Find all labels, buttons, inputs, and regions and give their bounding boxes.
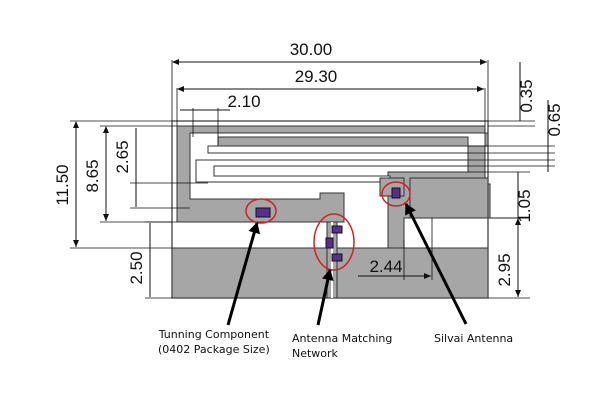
dim-board-height: 11.50 [53,164,72,205]
matching-component-2 [325,237,334,249]
matching-component-1 [331,225,343,234]
silvai-callout-arrow [404,203,468,325]
matching-component-3 [331,253,343,262]
dim-antenna-height: 8.65 [83,159,102,192]
matching-highlight-circle [313,213,355,271]
tuning-component-caption: Tunning Component (0402 Package Size) [158,327,270,357]
dimension-extension-lines [70,60,555,299]
meander-inner-slot-2 [195,159,469,183]
silvai-antenna-body [409,177,489,219]
dim-total-width: 30.00 [290,40,333,59]
dim-trace-width: 0.65 [545,103,564,136]
silvai-caption-line1: Silvai Antenna [434,332,514,345]
matching-network-caption: Antenna Matching Network [292,331,392,361]
meander-inner-slot [207,145,469,154]
tuning-caption-line1: Tunning Component [158,328,270,341]
matching-caption-line2: Network [292,347,338,360]
dim-ground-clearance-right: 2.95 [495,253,514,286]
tuning-component [255,207,271,218]
dim-ground-clearance-left: 2.50 [127,251,146,284]
dim-top-margin: 0.35 [517,79,536,112]
dim-gap-height: 1.05 [515,189,534,222]
dim-feed-offset: 2.44 [369,257,402,276]
silvai-highlight-circle [381,181,411,207]
matching-callout-arrow [316,269,334,326]
matching-caption-line1: Antenna Matching [292,332,393,345]
tuning-callout-arrow [226,222,261,326]
tuning-caption-line2: (0402 Package Size) [158,343,270,356]
tuning-highlight-circle [245,198,277,224]
dim-arm-width: 2.10 [227,92,260,111]
silvai-component [391,187,401,199]
dim-arm-height: 2.65 [113,140,132,173]
silvai-antenna-caption: Silvai Antenna [434,331,513,346]
dim-antenna-width: 29.30 [295,67,338,86]
